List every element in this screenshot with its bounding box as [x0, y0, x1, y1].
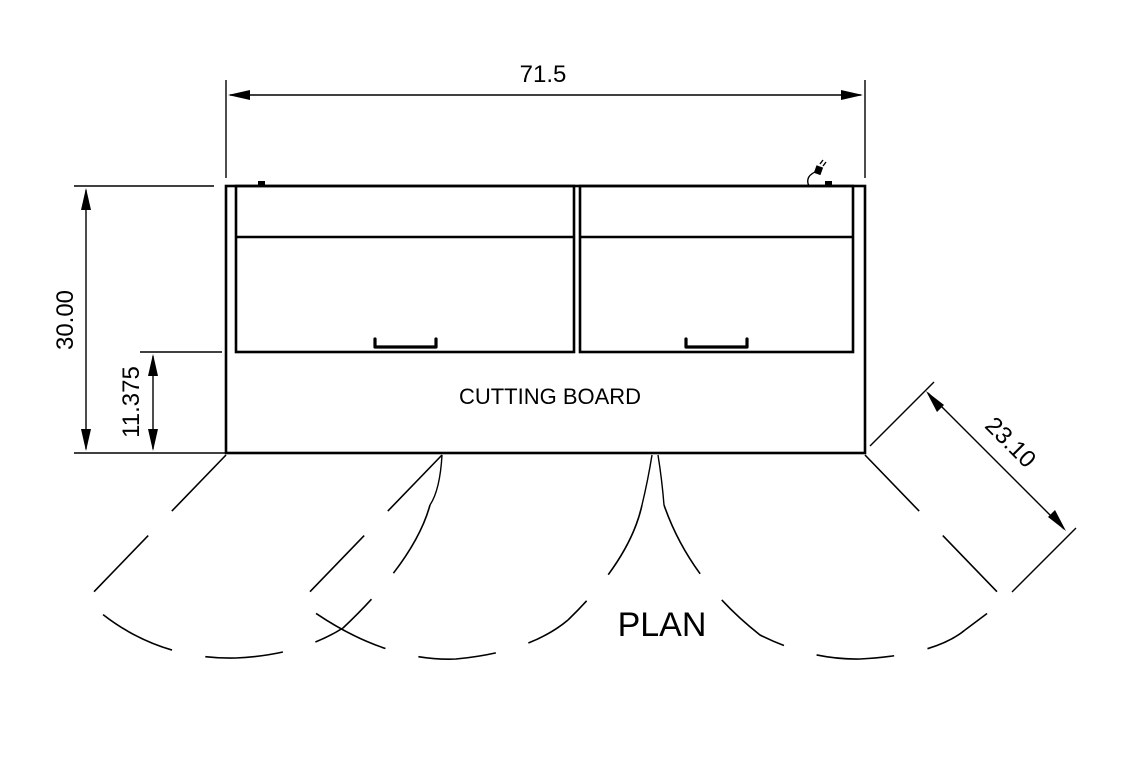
width-arrow-right [841, 90, 863, 100]
lower-height-arrow-top [148, 354, 158, 376]
left-compartment [234, 184, 576, 354]
lower-height-dimension-text: 11.375 [118, 366, 145, 438]
power-cord-icon [807, 159, 827, 187]
left-center-door-swing [298, 454, 569, 660]
height-dimension-text: 30.00 [52, 290, 79, 350]
cutting-board-label: CUTTING BOARD [459, 384, 641, 409]
door-swings [84, 454, 1007, 660]
height-arrow-bottom [81, 429, 91, 451]
right-compartment [578, 184, 855, 354]
depth-ext-bottom [1011, 527, 1077, 593]
left-handle [373, 337, 438, 349]
width-dimension-text: 71.5 [520, 61, 567, 88]
height-dimension: 30.00 [52, 185, 226, 454]
right-handle [684, 337, 749, 349]
center-hinge-curve-right [657, 454, 665, 506]
depth-dim-line [927, 392, 1065, 530]
depth-dimension-text: 23.10 [980, 412, 1042, 474]
right-door-swing [864, 454, 1007, 631]
center-hinge-curve-left [641, 454, 653, 506]
center-left-arc [567, 504, 643, 621]
cabinet: CUTTING BOARD [224, 159, 867, 455]
left-center-hinge-curve [429, 454, 443, 506]
plan-title: PLAN [618, 606, 707, 644]
left-door-swing [84, 454, 344, 659]
depth-arrow-bottom [1048, 510, 1066, 531]
width-arrow-left [228, 90, 250, 100]
depth-arrow-top [926, 391, 944, 412]
center-right-arc [663, 504, 966, 660]
left-top-knob [258, 181, 265, 186]
left-center-inner-arc [342, 504, 431, 629]
depth-dimension: 23.10 [869, 381, 1077, 593]
cabinet-outline [224, 184, 867, 455]
depth-ext-top [869, 381, 935, 447]
lower-height-arrow-bottom [148, 429, 158, 451]
width-dimension: 71.5 [225, 61, 866, 178]
lower-height-dimension: 11.375 [118, 351, 222, 451]
height-arrow-top [81, 188, 91, 210]
right-top-knob [825, 181, 832, 186]
